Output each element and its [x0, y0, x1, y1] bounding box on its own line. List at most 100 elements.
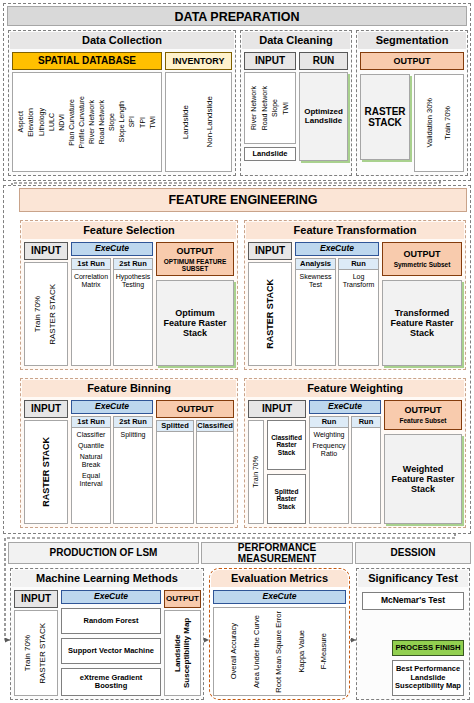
header-box: RUN: [299, 52, 348, 70]
node-label: Weighted Feature Raster Stack: [387, 464, 459, 494]
raster-stack: Train 70% RASTER STACK: [14, 610, 58, 696]
node-label: Train 70%: [24, 635, 33, 671]
node-label: Best Performance Landslide Susceptibilit…: [395, 665, 461, 690]
node-text: NDVI: [58, 114, 66, 131]
panel: Feature SelectionINPUTTrain 70%RASTER ST…: [20, 220, 238, 370]
node-label: SPATIAL DATABASE: [38, 55, 136, 66]
node-label: ExeCute: [320, 244, 354, 254]
node-label: INPUT: [262, 403, 292, 414]
node-label: Feature Binning: [22, 380, 236, 397]
node-text: Slope Length: [118, 101, 126, 142]
node-text: Root Mean Square Error: [275, 611, 283, 693]
section-band: DESSION: [355, 542, 471, 564]
node-label: 1st Run: [72, 259, 110, 270]
node-text: Elevation: [27, 108, 35, 137]
header-box: INPUT: [248, 400, 306, 418]
header-box: OUTPUTSymmetric Subset: [382, 242, 462, 276]
panel: Evaluation MetricsExeCuteOverall Accurac…: [209, 568, 350, 700]
node-text: Area Under the Curve: [253, 615, 261, 688]
node-text: TWI: [282, 102, 290, 115]
header-box: OUTPUTFeature Subset: [384, 400, 462, 430]
node-label: Support Vector Machine: [68, 647, 154, 655]
node-label: Run: [339, 259, 378, 270]
step-box: 2st RunSplitting: [113, 416, 153, 524]
step-box: RunWeightingFrequency Ratio: [309, 416, 349, 524]
node-label: Data Collection: [10, 32, 234, 49]
node-label: INVENTORY: [172, 56, 224, 66]
node-text: Splitting: [121, 431, 146, 439]
node-label: Machine Learning Methods: [12, 570, 202, 587]
raster-stack: Classified Raster Stack: [267, 420, 306, 470]
node-text: Frequency Ratio: [311, 442, 347, 458]
node-label: Run: [310, 417, 348, 428]
node-text: TPI: [139, 117, 147, 128]
map-output: Landslide Susceptibility Map: [164, 610, 201, 696]
header-box: INPUT: [244, 52, 296, 70]
node-label: RASTER STACK: [363, 106, 407, 128]
step-box: RunLog Transform: [338, 258, 379, 366]
step-box: 1st RunCorrelation Matrix: [71, 258, 111, 366]
raster-stack: Train 70%RASTER STACK: [24, 262, 68, 366]
raster-stack: RASTER STACK: [24, 420, 68, 524]
raster-stack: Splitted Raster Stack: [267, 474, 306, 524]
panel: Feature TransformationINPUT RASTER STACK E…: [244, 220, 466, 370]
header-box: INVENTORY: [165, 52, 232, 70]
node-label: Landslide: [252, 150, 287, 158]
node-text: Kappa Value: [298, 630, 306, 672]
node-label: McNemar's Test: [381, 596, 445, 606]
node-label: ExeCute: [328, 402, 362, 412]
node-text: Slope: [108, 113, 116, 131]
node-label: Optimum Feature Raster Stack: [159, 308, 231, 338]
node-text: Log Transform: [340, 273, 377, 289]
header-box: OUTPUT: [164, 590, 201, 608]
raster-stack: Weighted Feature Raster Stack: [384, 434, 462, 524]
node-text: LULC: [48, 113, 56, 131]
section-band: DATA PREPARATIONData CollectionSPATIAL D…: [3, 3, 471, 181]
node-label: Feature Weighting: [246, 380, 464, 397]
node-label: Feature Selection: [22, 222, 236, 239]
node-label: Classified: [197, 421, 233, 432]
node-label: ExeCute: [95, 402, 129, 412]
node-text: Skewness Test: [297, 273, 334, 289]
node-label: Optimized Landslide: [302, 108, 345, 126]
node-label: OUTPUT: [166, 595, 199, 604]
node-text: SPI: [128, 116, 136, 127]
node-text: Lithology: [38, 108, 46, 136]
process-box: Optimized Landslide: [299, 72, 348, 161]
step-box: 1st RunClassifierQuantileNatural BreakEq…: [71, 416, 111, 524]
node-text: Classifier: [77, 431, 106, 439]
node-label: OUTPUT: [177, 404, 214, 414]
node-text: TWI: [149, 116, 157, 129]
node-text: Non-Landslide: [206, 96, 215, 148]
node-label: INPUT: [255, 245, 285, 256]
raster-stack: RASTER STACK: [248, 262, 292, 366]
node-label: Splitted: [157, 421, 193, 432]
result-box: Best Performance Landslide Susceptibilit…: [392, 660, 464, 696]
node-text: F-Measure: [320, 633, 328, 669]
method-box: eXtreme Gradient Boosting: [61, 668, 161, 696]
node-label: ExeCute: [262, 592, 296, 602]
node-label: Train 70%: [252, 456, 260, 488]
node-label: DESSION: [390, 547, 435, 558]
header-box: INPUT: [248, 242, 292, 260]
panel: Feature BinningINPUT RASTER STACK ExeCute 1…: [20, 378, 238, 528]
raster-stack: Transformed Feature Raster Stack: [382, 280, 462, 366]
header-box: INPUT: [14, 590, 58, 608]
node-label: INPUT: [255, 55, 285, 66]
node-label: PRODUCTION OF LSM: [50, 547, 158, 558]
raster-stack: Optimum Feature Raster Stack: [156, 280, 234, 366]
split-box: Validation 30%Train 70%: [414, 74, 464, 172]
node-label: OUTPUT: [404, 249, 441, 259]
node-label: Splitted Raster Stack: [270, 488, 303, 510]
panel: Machine Learning MethodsINPUT Train 70% RA…: [10, 568, 204, 700]
header-box: INPUT: [24, 400, 68, 418]
node-label: Significancy Test: [358, 570, 468, 587]
section-band: FEATURE ENGINEERINGFeature SelectionINPU…: [3, 185, 471, 534]
node-text: RASTER STACK: [39, 623, 48, 684]
data-box: Landslide: [244, 147, 296, 161]
panel: Data CollectionSPATIAL DATABASEAspectEle…: [8, 30, 236, 176]
node-label: Validation 30%: [426, 98, 434, 147]
node-label: Feature Transformation: [246, 222, 464, 239]
header-box: ExeCute: [213, 590, 346, 604]
